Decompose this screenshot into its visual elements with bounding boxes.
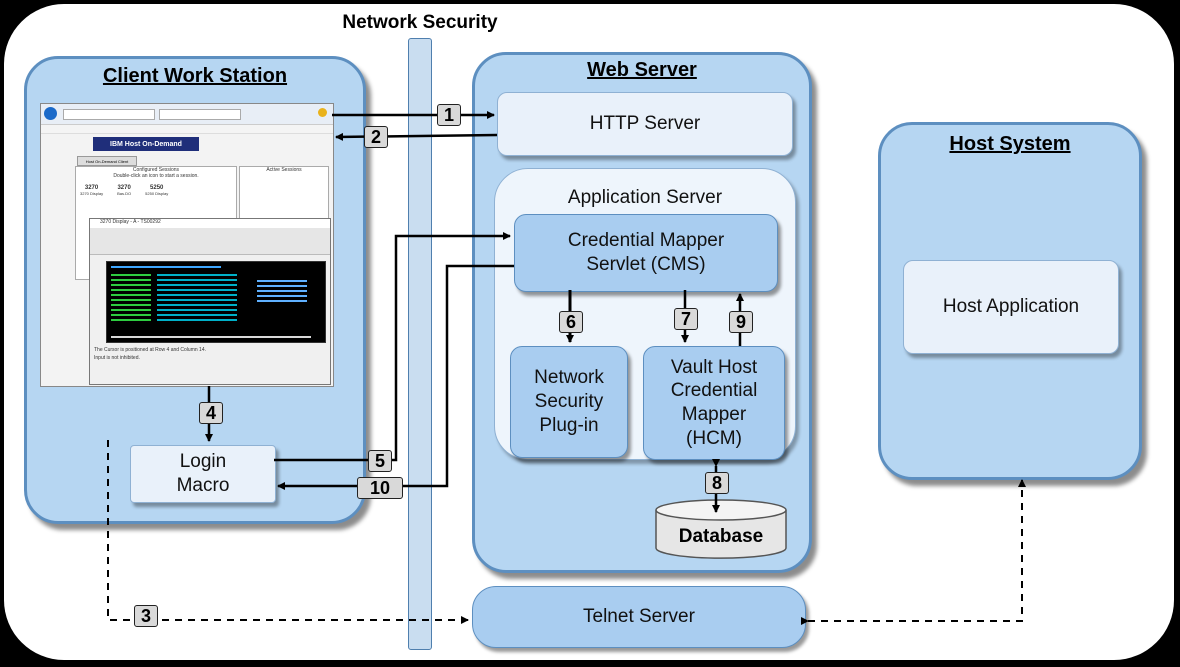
- step-badge-8: 8: [705, 472, 729, 494]
- host-application-label: Host Application: [942, 296, 1080, 318]
- hod-banner: IBM Host On-Demand: [93, 137, 199, 151]
- step-badge-4: 4: [199, 402, 223, 424]
- client-work-station-title: Client Work Station: [102, 65, 288, 87]
- step-badge-7: 7: [674, 308, 698, 330]
- session-list: 3270 3270 Display 3270 Bas.DO 5250 5250 …: [76, 179, 236, 202]
- hod-tab: Host On-Demand Client: [77, 156, 137, 166]
- web-server-title: Web Server: [587, 59, 697, 81]
- network-security-title: Network Security: [342, 12, 498, 33]
- active-sessions-label: Active Sessions: [266, 167, 302, 173]
- arrow-telnet-host: [801, 479, 1026, 625]
- terminal-status-1: The Cursor is positioned at Row 4 and Co…: [94, 347, 207, 353]
- session-icon[interactable]: 3270 3270 Display: [80, 185, 104, 196]
- login-macro-label: Login Macro: [176, 451, 230, 496]
- session-icon[interactable]: 5250 5250 Display: [145, 185, 169, 196]
- terminal-screen: [106, 261, 326, 343]
- terminal-title: 3270 Display - A - TS00292: [90, 219, 330, 228]
- step-badge-3: 3: [134, 605, 158, 627]
- star-icon: [318, 108, 327, 117]
- step-badge-5: 5: [368, 450, 392, 472]
- arrow-3: [107, 440, 469, 624]
- network-security-bar: [408, 38, 432, 650]
- host-application-box: Host Application: [903, 260, 1119, 354]
- terminal-window: 3270 Display - A - TS00292 The Cursor is…: [89, 218, 331, 385]
- browser-tab: [159, 109, 241, 120]
- browser-toolbar: [41, 104, 333, 125]
- step-badge-9: 9: [729, 311, 753, 333]
- browser-menubar: [41, 125, 333, 134]
- terminal-toolbar: [90, 228, 330, 255]
- back-icon: [44, 107, 57, 120]
- database-cylinder: [655, 499, 787, 559]
- address-bar: [63, 109, 155, 120]
- sessions-hint: Double-click an icon to start a session.: [113, 173, 199, 179]
- login-macro-box: Login Macro: [130, 445, 276, 503]
- browser-screenshot: IBM Host On-Demand Host On-Demand Client…: [40, 103, 334, 387]
- step-badge-2: 2: [364, 126, 388, 148]
- hcm-label: Vault Host Credential Mapper (HCM): [670, 356, 758, 449]
- step-badge-6: 6: [559, 311, 583, 333]
- network-security-plugin-box: Network Security Plug-in: [510, 346, 628, 458]
- session-icon[interactable]: 3270 Bas.DO: [117, 185, 132, 196]
- terminal-status-2: Input is not inhibited.: [94, 355, 140, 361]
- network-security-plugin-label: Network Security Plug-in: [534, 367, 604, 436]
- step-badge-1: 1: [437, 104, 461, 126]
- cms-box: Credential Mapper Servlet (CMS): [514, 214, 778, 292]
- http-server-label: HTTP Server: [589, 113, 701, 135]
- arrow-5: [274, 232, 511, 462]
- step-badge-10: 10: [357, 477, 403, 499]
- database-label: Database: [678, 526, 764, 547]
- cms-label: Credential Mapper Servlet (CMS): [567, 230, 725, 275]
- hcm-box: Vault Host Credential Mapper (HCM): [643, 346, 785, 460]
- arrow-2: [335, 132, 498, 141]
- application-server-label: Application Server: [567, 187, 723, 208]
- host-system-title: Host System: [949, 133, 1071, 155]
- telnet-server-box: Telnet Server: [472, 586, 806, 648]
- telnet-server-label: Telnet Server: [583, 606, 695, 628]
- http-server-box: HTTP Server: [497, 92, 793, 156]
- configured-sessions-label: Configured Sessions: [132, 167, 180, 173]
